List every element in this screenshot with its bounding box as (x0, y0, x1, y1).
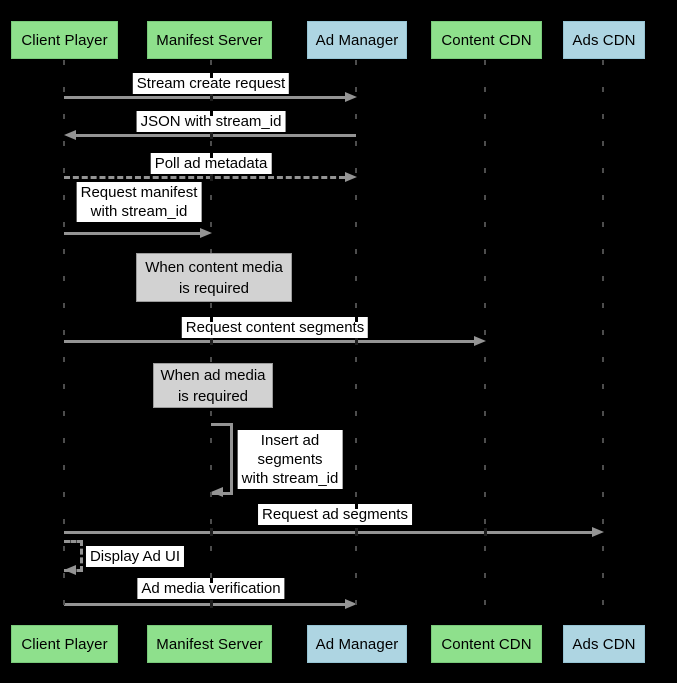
actor-label: Manifest Server (156, 31, 263, 49)
lifeline-tick (210, 337, 213, 345)
message-label: Poll ad metadata (150, 153, 272, 174)
message-line (64, 603, 345, 606)
lifeline-notch (355, 317, 358, 322)
lifeline-tick (355, 337, 358, 345)
lifeline-tick (210, 528, 213, 536)
arrowhead-right (200, 228, 212, 238)
lifeline-tick (210, 600, 213, 608)
arrowhead-right (345, 92, 357, 102)
lifeline-notch (210, 153, 213, 158)
message-label: Display Ad UI (85, 546, 185, 567)
actor-label: Client Player (21, 31, 108, 49)
actor-top-manifest-server: Manifest Server (147, 21, 272, 59)
note-when-ad-media: When ad media is required (153, 363, 273, 408)
actor-label: Client Player (21, 635, 108, 653)
lifeline-notch (210, 578, 213, 583)
self-loop-manifest-server (211, 423, 233, 495)
actor-label: Ads CDN (572, 31, 636, 49)
message-line-dashed (64, 176, 345, 179)
lifeline-notch (355, 504, 358, 509)
lifeline-tick (210, 93, 213, 101)
lifeline-ads-cdn (602, 60, 604, 625)
actor-bottom-content-cdn: Content CDN (431, 625, 542, 663)
note-when-content-media: When content media is required (136, 253, 292, 302)
actor-bottom-manifest-server: Manifest Server (147, 625, 272, 663)
lifeline-tick (484, 528, 487, 536)
message-label: JSON with stream_id (136, 111, 286, 132)
arrowhead-left (64, 130, 76, 140)
lifeline-content-cdn (484, 60, 486, 625)
arrowhead-left (64, 565, 76, 575)
arrowhead-right (474, 336, 486, 346)
actor-label: Ads CDN (572, 635, 636, 653)
arrowhead-right (592, 527, 604, 537)
message-label: Stream create request (132, 73, 290, 94)
message-line (64, 96, 345, 99)
actor-label: Content CDN (441, 635, 532, 653)
arrowhead-right (345, 599, 357, 609)
actor-label: Ad Manager (315, 31, 399, 49)
actor-bottom-ads-cdn: Ads CDN (563, 625, 645, 663)
actor-bottom-ad-manager: Ad Manager (307, 625, 407, 663)
actor-bottom-client-player: Client Player (11, 625, 118, 663)
message-label: Request ad segments (258, 504, 412, 525)
message-line (64, 232, 200, 235)
actor-label: Ad Manager (315, 635, 399, 653)
lifeline-tick (355, 528, 358, 536)
actor-top-client-player: Client Player (11, 21, 118, 59)
message-line (64, 531, 592, 534)
message-label: Ad media verification (137, 578, 285, 599)
lifeline-notch (210, 317, 213, 322)
lifeline-notch (210, 73, 213, 78)
message-label: Request content segments (181, 317, 369, 338)
message-label: Insert ad segments with stream_id (237, 430, 343, 489)
arrowhead-left (211, 487, 223, 497)
actor-top-ad-manager: Ad Manager (307, 21, 407, 59)
actor-top-content-cdn: Content CDN (431, 21, 542, 59)
message-line (64, 340, 474, 343)
lifeline-tick (210, 131, 213, 139)
message-line (76, 134, 356, 137)
lifeline-tick (210, 173, 213, 181)
lifeline-client-player (63, 60, 65, 625)
arrowhead-right (345, 172, 357, 182)
actor-label: Content CDN (441, 31, 532, 49)
lifeline-notch (210, 111, 213, 116)
actor-top-ads-cdn: Ads CDN (563, 21, 645, 59)
message-label: Request manifest with stream_id (76, 182, 202, 222)
actor-label: Manifest Server (156, 635, 263, 653)
